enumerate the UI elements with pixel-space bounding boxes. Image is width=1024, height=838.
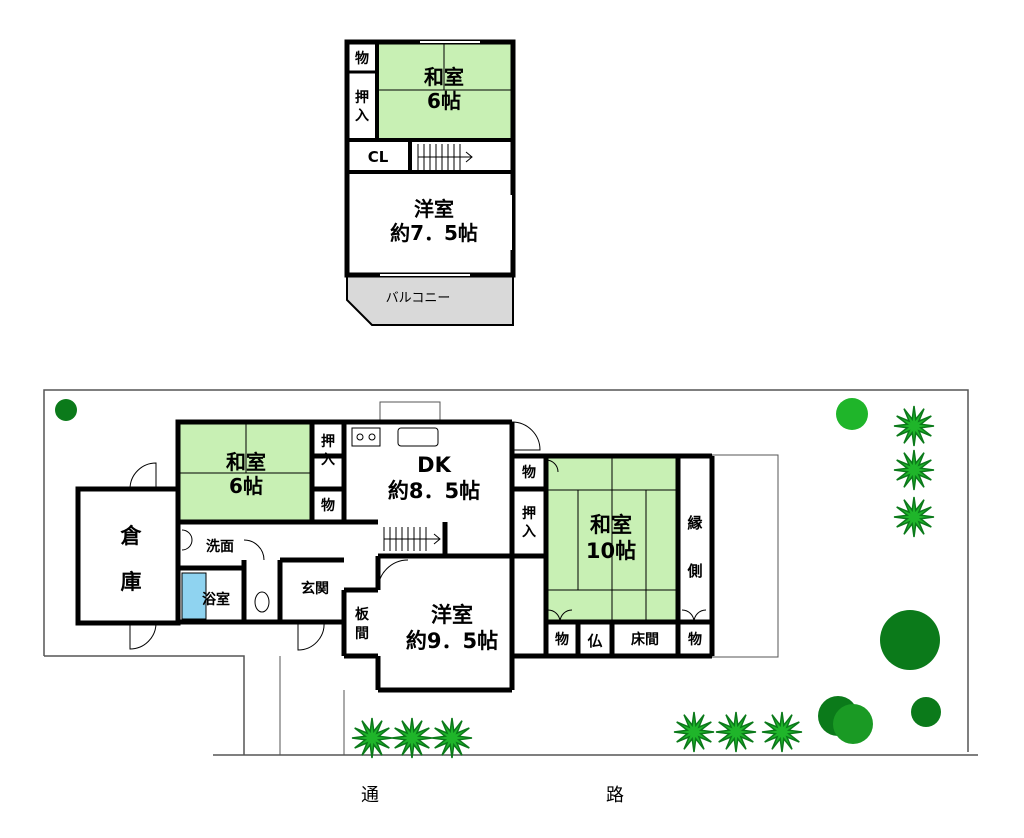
shrub-icon: [431, 717, 473, 759]
mono-d-label: 物: [688, 631, 702, 648]
oshiire-b-1: 押: [522, 505, 536, 522]
engawa-2: 側: [686, 562, 702, 580]
kitchen-stove: [351, 427, 381, 447]
oshiire-b-2: 入: [522, 524, 536, 540]
tree-icon: [880, 610, 940, 670]
dk-size: 約8．5帖: [388, 479, 480, 503]
upper-washitsu-size: 6帖: [427, 89, 461, 113]
souko-1: 倉: [120, 524, 143, 548]
washitsu10-name: 和室: [590, 513, 632, 537]
yokushitsu-label: 浴室: [202, 591, 230, 608]
washitsu10-size: 10帖: [586, 539, 636, 563]
road-label-2: 路: [606, 785, 624, 806]
mono-c-label: 物: [555, 631, 569, 648]
upper-cl-label: CL: [368, 148, 389, 166]
ground-stairs: [383, 527, 441, 551]
dk-name: DK: [417, 453, 451, 477]
itama-1: 板: [355, 606, 370, 623]
kitchen-sink: [397, 427, 439, 447]
engawa-1: 縁: [687, 514, 702, 532]
washitsu6-name: 和室: [226, 450, 266, 474]
tree-icon: [55, 399, 77, 421]
bathtub: [181, 572, 207, 620]
youshitsu95-size: 約9．5帖: [406, 629, 498, 653]
shrub-icon: [391, 717, 433, 759]
shrub-icon: [351, 717, 393, 759]
itama-2: 間: [355, 626, 369, 642]
shrub-icon: [673, 711, 715, 753]
shrub-icon: [893, 405, 935, 447]
butsu-label: 仏: [587, 632, 602, 650]
souko-2: 庫: [121, 570, 142, 594]
upper-stairs: [417, 144, 473, 170]
ground-floor: 和室 6帖 押 入 物 DK 約8．5帖 物 押 入 和室 10帖 縁 側 倉 …: [75, 419, 715, 693]
washitsu6-size: 6帖: [229, 474, 263, 498]
upper-washitsu-name: 和室: [424, 65, 464, 89]
shrub-icon: [893, 449, 935, 491]
balcony-label: バルコニー: [386, 291, 451, 306]
shrub-icon: [893, 496, 935, 538]
trees: [55, 398, 941, 759]
shrub-icon: [761, 711, 803, 753]
shrub-icon: [715, 711, 757, 753]
tree-icon: [911, 697, 941, 727]
youshitsu95-name: 洋室: [431, 603, 473, 627]
upper-youshitsu-name: 洋室: [414, 197, 454, 221]
toilet: [254, 591, 270, 613]
mono-a-label: 物: [321, 497, 335, 514]
oshiire-a-1: 押: [321, 433, 335, 450]
site-boundary: [43, 389, 978, 756]
upper-floor: 物 押 入 和室 6帖 CL 洋室 約7．5帖 バルコニー: [344, 39, 516, 326]
washbasin: [181, 529, 193, 551]
upper-storage-label: 物: [355, 50, 369, 67]
upper-oshiire-label-2: 入: [355, 108, 369, 124]
upper-youshitsu-size: 約7．5帖: [390, 221, 478, 245]
upper-oshiire-label-1: 押: [355, 89, 369, 106]
mono-b-label: 物: [522, 464, 536, 481]
tree-icon: [833, 704, 873, 744]
tree-icon: [836, 398, 868, 430]
oshiire-a-2: 入: [321, 452, 335, 468]
tokonoma-label: 床間: [631, 631, 659, 648]
shrub-group: [351, 405, 935, 759]
senmen-label: 洗面: [206, 538, 234, 555]
road-label-1: 通: [361, 785, 379, 806]
genkan-label: 玄関: [301, 580, 329, 597]
